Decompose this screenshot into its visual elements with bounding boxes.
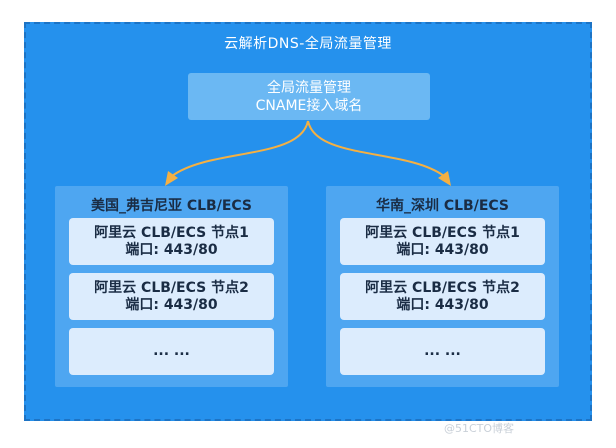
- server-node-port: 端口: 443/80: [396, 296, 489, 313]
- server-node-name: 阿里云 CLB/ECS 节点1: [94, 224, 249, 241]
- outer-title: 云解析DNS-全局流量管理: [224, 36, 392, 52]
- server-node: 阿里云 CLB/ECS 节点2 端口: 443/80: [69, 273, 274, 320]
- global-traffic-node-line2: CNAME接入域名: [255, 97, 363, 114]
- watermark: @51CTO博客: [444, 422, 515, 435]
- server-node-port: 端口: 443/80: [125, 241, 218, 258]
- server-node-name: 阿里云 CLB/ECS 节点2: [365, 279, 520, 296]
- server-node-more: ... ...: [340, 328, 545, 375]
- region-us-virginia: 美国_弗吉尼亚 CLB/ECS 阿里云 CLB/ECS 节点1 端口: 443/…: [55, 186, 288, 387]
- server-node-more: ... ...: [69, 328, 274, 375]
- region-south-china-shenzhen: 华南_深圳 CLB/ECS 阿里云 CLB/ECS 节点1 端口: 443/80…: [326, 186, 559, 387]
- server-node-port: 端口: 443/80: [396, 241, 489, 258]
- global-traffic-node: 全局流量管理 CNAME接入域名: [188, 73, 430, 120]
- server-node-port: 端口: 443/80: [125, 296, 218, 313]
- ellipsis-text: ... ...: [153, 343, 190, 359]
- server-node: 阿里云 CLB/ECS 节点1 端口: 443/80: [340, 218, 545, 265]
- server-node: 阿里云 CLB/ECS 节点1 端口: 443/80: [69, 218, 274, 265]
- region-title: 美国_弗吉尼亚 CLB/ECS: [90, 198, 253, 214]
- region-title: 华南_深圳 CLB/ECS: [375, 198, 510, 214]
- server-node-name: 阿里云 CLB/ECS 节点2: [94, 279, 249, 296]
- server-node-name: 阿里云 CLB/ECS 节点1: [365, 224, 520, 241]
- server-node: 阿里云 CLB/ECS 节点2 端口: 443/80: [340, 273, 545, 320]
- ellipsis-text: ... ...: [424, 343, 461, 359]
- global-traffic-node-line1: 全局流量管理: [267, 79, 351, 96]
